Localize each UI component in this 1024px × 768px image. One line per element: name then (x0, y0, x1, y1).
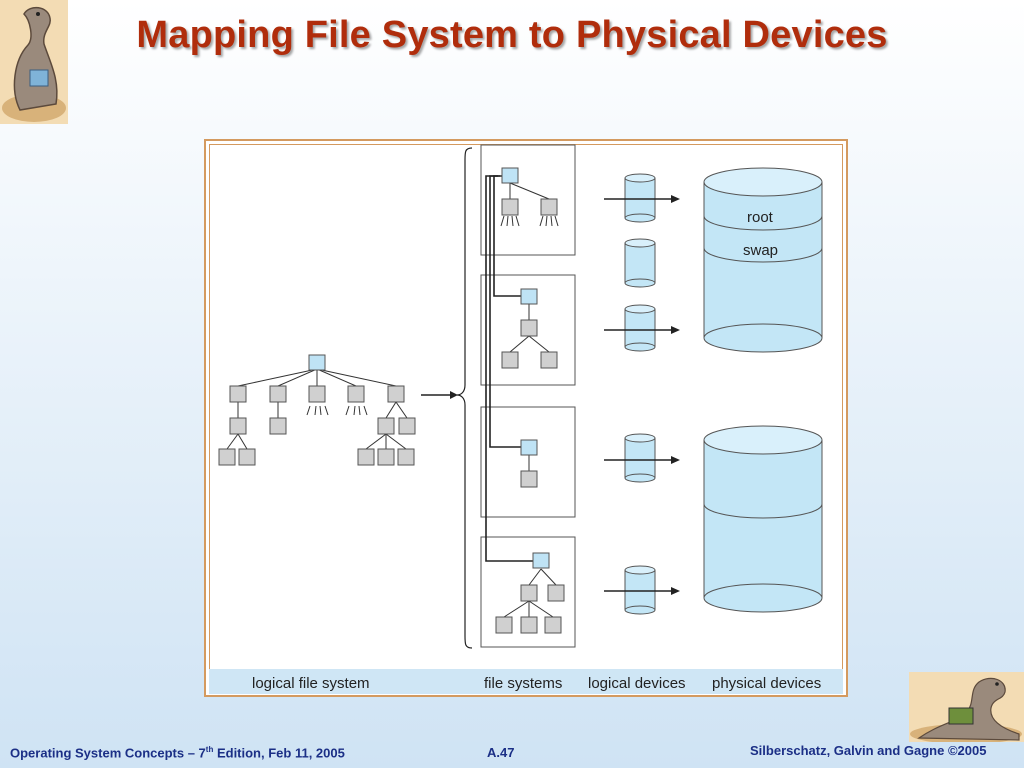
brace (456, 147, 473, 649)
tree-root-node (308, 354, 326, 371)
slide-title: Mapping File System to Physical Devices (136, 14, 888, 56)
logical-device-cylinder (624, 238, 656, 288)
footer-course-text: Operating System Concepts – 7 (10, 745, 206, 761)
fs3-node (520, 470, 538, 488)
physical-disk-1: root swap (703, 167, 823, 353)
label-physical-devices: physical devices (712, 675, 821, 692)
fs4-node (547, 584, 565, 602)
partition-swap-label: swap (743, 242, 778, 259)
logical-device-cylinder (624, 433, 656, 483)
fs2-node (540, 351, 558, 369)
logical-device-cylinder (624, 304, 656, 352)
fs4-root-node (532, 552, 550, 569)
tree-nodes (218, 385, 416, 466)
dinosaur-logo-icon (0, 0, 68, 124)
fs2-root-node (520, 288, 538, 305)
fs4-node (544, 616, 562, 634)
device-arrows (604, 198, 672, 592)
logical-device-cylinder (624, 565, 656, 615)
fs4-node (520, 584, 538, 602)
footer-copyright: Silberschatz, Galvin and Gagne ©2005 (750, 743, 987, 758)
file-system-boxes (480, 144, 576, 648)
footer-course-rest: Edition, Feb 11, 2005 (213, 745, 345, 761)
fs1-root-node (501, 167, 519, 184)
footer-page-number: A.47 (487, 745, 515, 760)
logical-file-system-tree (226, 368, 408, 450)
footer-course-sup: th (205, 745, 214, 754)
fs2-node (520, 319, 538, 337)
fs4-node (495, 616, 513, 634)
label-logical-file-system: logical file system (252, 675, 370, 692)
fs1-node (540, 198, 558, 216)
label-file-systems: file systems (484, 675, 562, 692)
fs3-root-node (520, 439, 538, 456)
dinosaur-laptop-logo-icon (909, 672, 1024, 742)
mount-connectors (485, 175, 533, 562)
label-band (209, 669, 843, 694)
logical-device-cylinder (624, 173, 656, 223)
fs4-node (520, 616, 538, 634)
fs1-node (501, 198, 519, 216)
partition-root-label: root (747, 209, 774, 226)
logical-devices (624, 173, 656, 615)
physical-disk-2 (703, 425, 823, 613)
fs2-node (501, 351, 519, 369)
footer-course: Operating System Concepts – 7th Edition,… (10, 745, 345, 760)
arrow-to-file-systems (421, 391, 458, 399)
label-logical-devices: logical devices (588, 675, 686, 692)
